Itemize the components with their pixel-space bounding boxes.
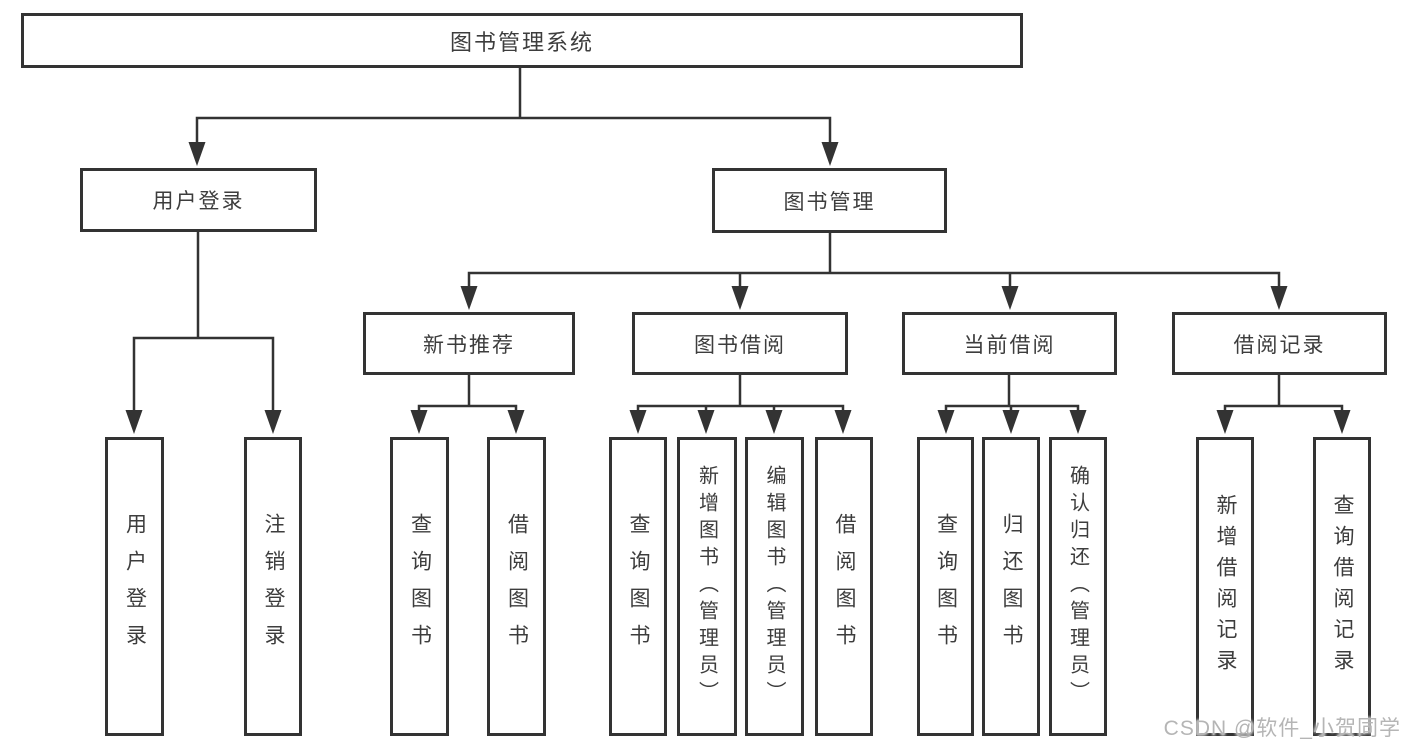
connector-book-borrow-children [636,374,845,416]
arrow-leaf [410,410,428,434]
leaf-add-books-admin: 新增图书（管理员） [677,437,737,736]
arrow-user-login [188,142,206,166]
connector-new-book-children [417,374,518,416]
arrow-leaf [765,410,783,434]
leaf-add-borrow-record: 新增借阅记录 [1196,437,1254,736]
arrow-leaf [937,410,955,434]
leaf-return-books: 归还图书 [982,437,1040,736]
arrow-leaf [629,410,647,434]
arrow-leaf [697,410,715,434]
leaf-query-books-1: 查询图书 [390,437,449,736]
leaf-edit-books-admin: 编辑图书（管理员） [745,437,804,736]
arrow-leaf [264,410,282,434]
arrowheads [125,142,1351,434]
arrow-leaf [834,410,852,434]
leaf-logout: 注销登录 [244,437,302,736]
leaf-borrow-books-1: 借阅图书 [487,437,546,736]
leaf-query-books-3: 查询图书 [917,437,974,736]
csdn-watermark: CSDN @软件_小贺同学 [1163,717,1401,740]
arrow-leaf [1216,410,1234,434]
arrow-leaf [507,410,525,434]
arrow-book-borrow [731,286,749,310]
connector-user-login-children [132,230,275,416]
node-root: 图书管理系统 [21,13,1023,68]
leaf-query-borrow-record: 查询借阅记录 [1313,437,1371,736]
arrow-book-management [821,142,839,166]
leaf-confirm-return-admin: 确认归还（管理员） [1049,437,1107,736]
connector-root-to-level2 [195,65,832,148]
leaf-query-books-2: 查询图书 [609,437,667,736]
arrow-leaf [1002,410,1020,434]
connector-current-borrow-children [944,374,1080,416]
arrow-current-borrow [1001,286,1019,310]
leaf-user-login: 用户登录 [105,437,164,736]
node-new-book-recommend: 新书推荐 [363,312,575,375]
arrow-new-book [460,286,478,310]
arrow-leaf [125,410,143,434]
arrow-borrow-records [1270,286,1288,310]
node-user-login: 用户登录 [80,168,317,232]
leaf-borrow-books-2: 借阅图书 [815,437,873,736]
node-book-borrow: 图书借阅 [632,312,848,375]
connector-borrow-records-children [1223,374,1344,416]
arrow-leaf [1069,410,1087,434]
node-borrow-records: 借阅记录 [1172,312,1387,375]
connector-book-management-children [467,231,1281,292]
node-book-management: 图书管理 [712,168,947,233]
arrow-leaf [1333,410,1351,434]
node-current-borrow: 当前借阅 [902,312,1117,375]
